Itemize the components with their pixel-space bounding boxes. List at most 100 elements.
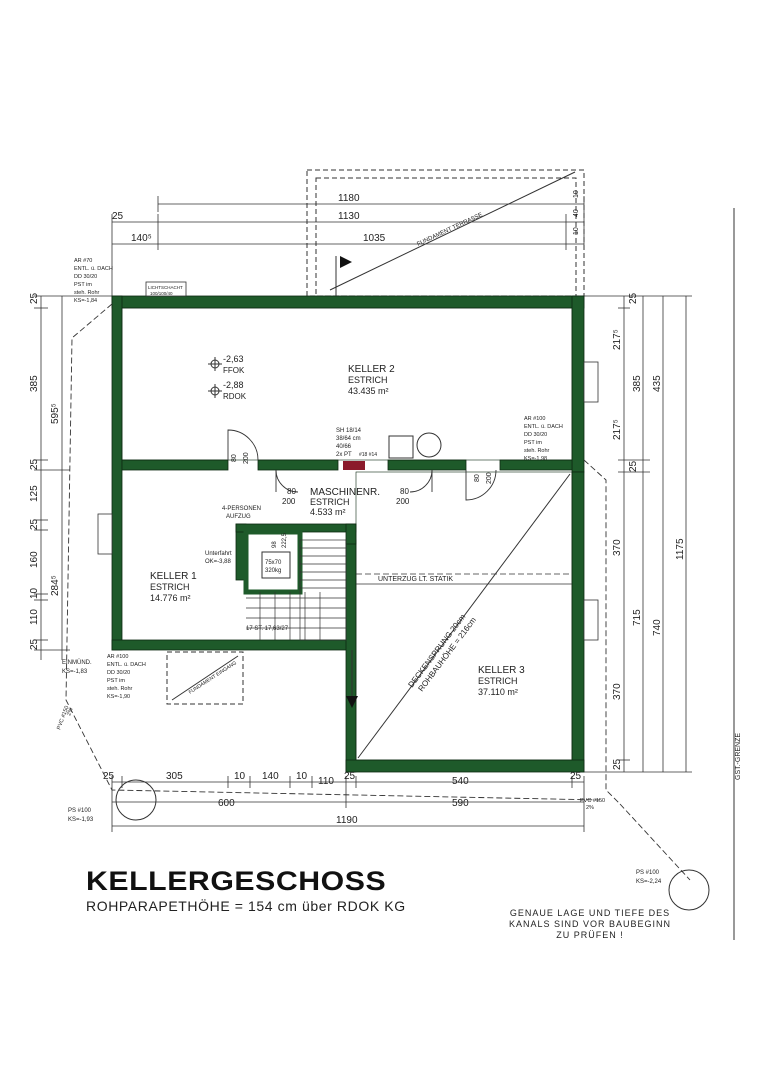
dim-1035: 1035 bbox=[363, 233, 386, 244]
elevator-pit1: Unterfahrt bbox=[205, 551, 232, 557]
dim-right-25c: 25 bbox=[612, 758, 623, 770]
dim-left-125: 125 bbox=[29, 485, 40, 502]
svg-text:DD 30/20: DD 30/20 bbox=[107, 670, 130, 676]
terrace-label: FUNDAMENT TERRASSE bbox=[416, 212, 483, 248]
room-keller3-name: KELLER 3 bbox=[478, 665, 525, 676]
level-ffok-value: -2,63 bbox=[223, 354, 244, 364]
room-machine-area: 4.533 m² bbox=[310, 507, 346, 517]
svg-text:KS=-1,93: KS=-1,93 bbox=[68, 817, 94, 823]
walls bbox=[111, 295, 585, 773]
chimney-tag: #18 #14 bbox=[359, 452, 377, 458]
door-label-b1: 80 bbox=[474, 474, 481, 482]
entry-arrow-bottom bbox=[346, 650, 358, 708]
dim-right-25b: 25 bbox=[628, 460, 639, 472]
manhole-left bbox=[115, 779, 157, 821]
dim-10-top2: 10 bbox=[573, 227, 580, 235]
stairs bbox=[246, 539, 347, 641]
svg-text:EINMÜND.: EINMÜND. bbox=[62, 659, 92, 666]
chimney-line3: 40/66 bbox=[336, 444, 352, 450]
svg-text:PST im: PST im bbox=[74, 282, 92, 288]
dim-bottom-540: 540 bbox=[452, 776, 469, 787]
room-keller3-area: 37.110 m² bbox=[478, 687, 518, 697]
top-dimensions bbox=[111, 196, 585, 300]
dim-bottom-110: 110 bbox=[318, 776, 334, 787]
entry-arrow-top bbox=[335, 256, 352, 296]
ps100-left: PS #100 KS=-1,93 bbox=[68, 808, 94, 823]
dim-bottom-305: 305 bbox=[166, 771, 183, 782]
dim-left-5955: 595⁵ bbox=[50, 403, 61, 424]
dim-bottom-25a: 25 bbox=[103, 771, 115, 782]
dim-bottom-590: 590 bbox=[452, 798, 469, 809]
svg-text:KS=-1,90: KS=-1,90 bbox=[107, 694, 130, 700]
pvc-pct-bottom: 2% bbox=[586, 805, 594, 811]
svg-text:ENTL. ü. DACH: ENTL. ü. DACH bbox=[107, 662, 146, 668]
dim-bottom-10a: 10 bbox=[234, 771, 246, 782]
svg-text:ENTL. ü. DACH: ENTL. ü. DACH bbox=[524, 424, 563, 430]
svg-text:AR #100: AR #100 bbox=[524, 416, 545, 422]
right-dimensions bbox=[584, 295, 692, 773]
svg-text:steh. Rohr: steh. Rohr bbox=[107, 686, 133, 692]
elevator-inner: 98 bbox=[272, 541, 278, 548]
window-label-top: LICHTSCHACHT bbox=[148, 285, 183, 290]
svg-text:DD 30/20: DD 30/20 bbox=[74, 274, 97, 280]
window-dims-top: 100/100/40 bbox=[150, 291, 173, 296]
drawing-title: KELLERGESCHOSS bbox=[86, 866, 387, 896]
chimney-line4: 2x PT bbox=[336, 452, 352, 458]
door-label-d2: 200 bbox=[396, 497, 410, 506]
drain-note: GENAUE LAGE UND TIEFE DES KANALS SIND VO… bbox=[508, 908, 672, 940]
svg-text:PST im: PST im bbox=[107, 678, 125, 684]
dim-left-10: 10 bbox=[29, 587, 40, 599]
svg-text:steh. Rohr: steh. Rohr bbox=[74, 290, 100, 296]
svg-text:PS #100: PS #100 bbox=[68, 808, 92, 814]
chimney bbox=[343, 461, 365, 470]
dim-25-top: 25 bbox=[112, 211, 124, 222]
elevator-label1: 4-PERSONEN bbox=[222, 506, 261, 512]
dim-right-2175b: 217⁵ bbox=[612, 419, 623, 440]
slab-label2: ROHBAUHÖHE = 216cm bbox=[416, 615, 478, 693]
level-markers bbox=[208, 357, 222, 398]
dim-bottom-10b: 10 bbox=[296, 771, 308, 782]
svg-text:KS=-2,24: KS=-2,24 bbox=[636, 879, 662, 885]
chimney-line2: 38/64 cm bbox=[336, 436, 361, 442]
dim-left-25d: 25 bbox=[29, 638, 40, 650]
level-rdok-ref: RDOK bbox=[223, 392, 247, 401]
svg-text:PST im: PST im bbox=[524, 440, 542, 446]
elevator-cabin bbox=[261, 551, 291, 579]
svg-text:ENTL. ü. DACH: ENTL. ü. DACH bbox=[74, 266, 113, 272]
ps100-right: PS #100 KS=-2,24 bbox=[636, 870, 662, 885]
border-label: GST.-GRENZE bbox=[735, 733, 742, 780]
level-rdok-value: -2,88 bbox=[223, 380, 244, 390]
svg-text:KS=-1,98: KS=-1,98 bbox=[524, 456, 547, 462]
boiler-box bbox=[388, 435, 414, 459]
svg-text:steh. Rohr: steh. Rohr bbox=[524, 448, 550, 454]
svg-text:AR #70: AR #70 bbox=[74, 258, 92, 264]
slab-label1: DECKENSPRUNG 20cm bbox=[406, 612, 467, 689]
dim-right-370a: 370 bbox=[612, 539, 623, 556]
room-keller1-floor: ESTRICH bbox=[150, 582, 190, 592]
dim-left-25a: 25 bbox=[29, 292, 40, 304]
elevator-load: 320kg bbox=[265, 568, 281, 574]
dim-right-435: 435 bbox=[652, 375, 663, 392]
dim-left-2845: 284⁵ bbox=[50, 575, 61, 596]
room-keller2-name: KELLER 2 bbox=[348, 364, 395, 375]
room-keller2-floor: ESTRICH bbox=[348, 375, 388, 385]
door-label-c1: 80 bbox=[287, 487, 296, 496]
svg-text:PS #100: PS #100 bbox=[636, 870, 660, 876]
dim-right-2175a: 217⁵ bbox=[612, 329, 623, 350]
level-ffok-ref: FFOK bbox=[223, 366, 245, 375]
dim-right-385: 385 bbox=[632, 375, 643, 392]
door-label-b2: 200 bbox=[486, 472, 493, 484]
chimney-line1: SH 18/14 bbox=[336, 428, 362, 434]
door-label-a1: 80 bbox=[231, 454, 238, 462]
entrance-label: FUNDAMENT EINGANG bbox=[188, 660, 238, 695]
dim-left-25b: 25 bbox=[29, 458, 40, 470]
dim-bottom-600: 600 bbox=[218, 798, 235, 809]
door-label-a2: 200 bbox=[243, 452, 250, 464]
dim-bottom-1190: 1190 bbox=[336, 815, 358, 826]
dim-left-160: 160 bbox=[29, 551, 40, 568]
door-label-c2: 200 bbox=[282, 497, 296, 506]
tank-circle bbox=[416, 432, 442, 458]
slab-diagonal bbox=[357, 473, 571, 759]
drain-ar100-left: AR #100 ENTL. ü. DACH DD 30/20 PST im st… bbox=[107, 654, 146, 700]
